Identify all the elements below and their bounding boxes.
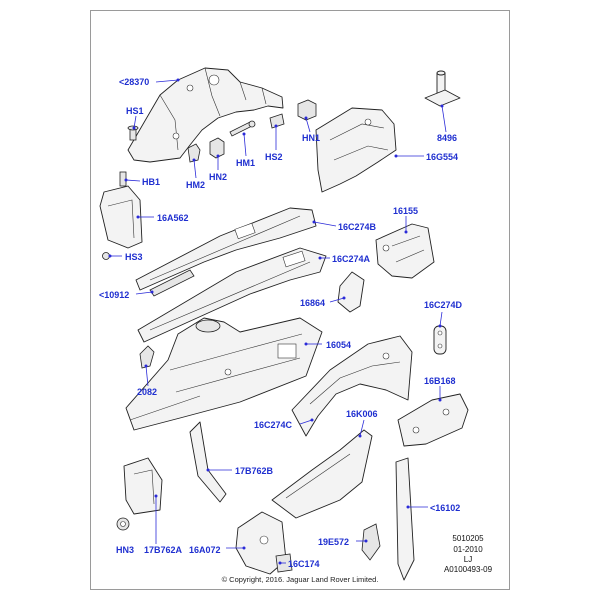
label-16c274b: 16C274B <box>338 222 377 232</box>
reference-initials: LJ <box>463 555 473 564</box>
front-structure-16054-part <box>125 317 323 431</box>
label-16b168: 16B168 <box>424 376 456 386</box>
bracket-17b762a-part <box>123 457 163 515</box>
label-hm1: HM1 <box>236 158 256 168</box>
rail-16c274a-part <box>137 247 327 343</box>
label-17b762b: 17B762B <box>235 466 274 476</box>
label-16c274a: 16C274A <box>332 254 371 264</box>
label-16a562: 16A562 <box>157 213 189 223</box>
label-hn1: HN1 <box>302 133 321 143</box>
reference-date: 01-2010 <box>453 545 483 554</box>
label-19e572: 19E572 <box>318 537 350 547</box>
clip-2082-part <box>139 345 155 369</box>
nut-hm2-part <box>187 143 201 163</box>
label-16155: 16155 <box>393 206 419 216</box>
label-16864: 16864 <box>300 298 326 308</box>
label-16102: <16102 <box>430 503 461 513</box>
wheel-arch-panel-part <box>291 335 413 437</box>
label-hs1: HS1 <box>126 106 144 116</box>
rail-16c274b-part <box>135 207 317 291</box>
label-2082: 2082 <box>137 387 158 397</box>
label-hm2: HM2 <box>186 180 206 190</box>
panel-16b168-part <box>397 393 469 447</box>
reference-code-1: 5010205 <box>452 534 484 543</box>
label-16c274d: 16C274D <box>424 300 463 310</box>
bracket-19e572-part <box>361 523 381 561</box>
label-16g554: 16G554 <box>426 152 459 162</box>
label-hs2: HS2 <box>265 152 283 162</box>
label-28370: <28370 <box>119 77 150 87</box>
bolt-hm1-part <box>229 120 256 137</box>
nut-hn2-part <box>209 137 225 159</box>
wheelhouse-liner-part <box>127 67 284 163</box>
strap-17b762b-part <box>189 421 227 503</box>
pillar-16102-part <box>395 457 415 581</box>
nut-hn3-part <box>116 517 130 531</box>
label-hn3: HN3 <box>116 545 135 555</box>
label-hs3: HS3 <box>125 252 143 262</box>
label-10912: <10912 <box>99 290 130 300</box>
label-hn2: HN2 <box>209 172 228 182</box>
bracket-16864-part <box>337 271 365 313</box>
insert-16c274d-part <box>433 325 447 355</box>
copyright-notice: © Copyright, 2016. Jaguar Land Rover Lim… <box>221 575 379 584</box>
stud-8496-part <box>424 70 461 107</box>
reference-code-2: A0100493-09 <box>443 565 493 574</box>
label-17b762a: 17B762A <box>144 545 183 555</box>
label-hb1: HB1 <box>142 177 161 187</box>
bracket-16a562-part <box>99 185 143 249</box>
panel-16g554-part <box>315 107 397 193</box>
bracket-16155-part <box>375 223 435 279</box>
clip-hn1-part <box>297 99 317 121</box>
strip-10912-part <box>149 269 195 297</box>
bolt-hs2-part <box>269 113 285 129</box>
label-16k006: 16K006 <box>346 409 378 419</box>
label-16c274c: 16C274C <box>254 420 293 430</box>
label-16c174: 16C174 <box>288 559 320 569</box>
screw-hs3-part <box>102 252 110 260</box>
label-8496: 8496 <box>437 133 458 143</box>
label-16054: 16054 <box>326 340 352 350</box>
label-16a072: 16A072 <box>189 545 221 555</box>
leader-lines <box>108 78 447 565</box>
lower-arch-16k006-part <box>271 429 373 519</box>
